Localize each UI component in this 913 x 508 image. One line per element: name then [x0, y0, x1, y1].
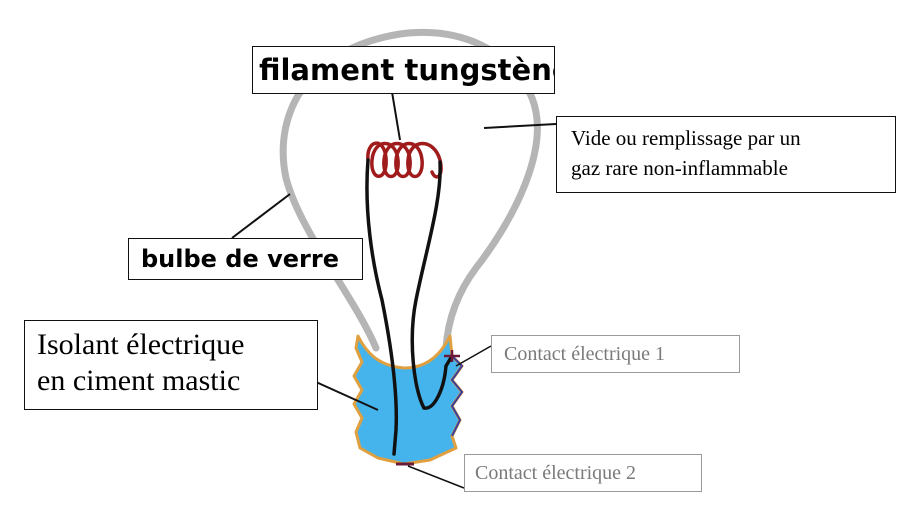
support-wire-left [365, 158, 399, 456]
leader-contact2 [407, 465, 465, 489]
label-isolant-line1: Isolant électrique [37, 328, 245, 361]
label-filament-text: filament tungstène [259, 53, 555, 87]
label-filament-tungstene: filament tungstène [252, 46, 555, 94]
label-bulbe-de-verre: bulbe de verre [128, 238, 363, 280]
support-wire-right [410, 160, 454, 410]
glass-bulb-outline [279, 29, 541, 352]
leader-isolant [315, 381, 379, 411]
filament-coil [366, 141, 443, 179]
label-vide-line2: gaz rare non-inflammable [571, 156, 788, 180]
label-vide-gaz: Vide ou remplissage par un gaz rare non-… [556, 116, 896, 193]
leader-contact1 [455, 345, 492, 367]
label-isolant-electrique: Isolant électrique en ciment mastic [24, 320, 318, 410]
insulator-cement [352, 334, 464, 466]
leader-bulbe [231, 193, 291, 239]
label-bulbe-text: bulbe de verre [141, 245, 339, 273]
label-contact1-text: Contact électrique 1 [504, 343, 666, 365]
label-contact-electrique-1: Contact électrique 1 [491, 335, 740, 373]
socket-thread [450, 355, 464, 437]
label-contact-electrique-2: Contact électrique 2 [464, 454, 702, 492]
leader-filament [391, 91, 401, 141]
label-contact2-text: Contact électrique 2 [475, 462, 637, 484]
contact-1-marker [444, 350, 460, 362]
leader-vide [483, 123, 557, 129]
label-vide-line1: Vide ou remplissage par un [571, 126, 801, 150]
label-isolant-line2: en ciment mastic [37, 364, 241, 397]
